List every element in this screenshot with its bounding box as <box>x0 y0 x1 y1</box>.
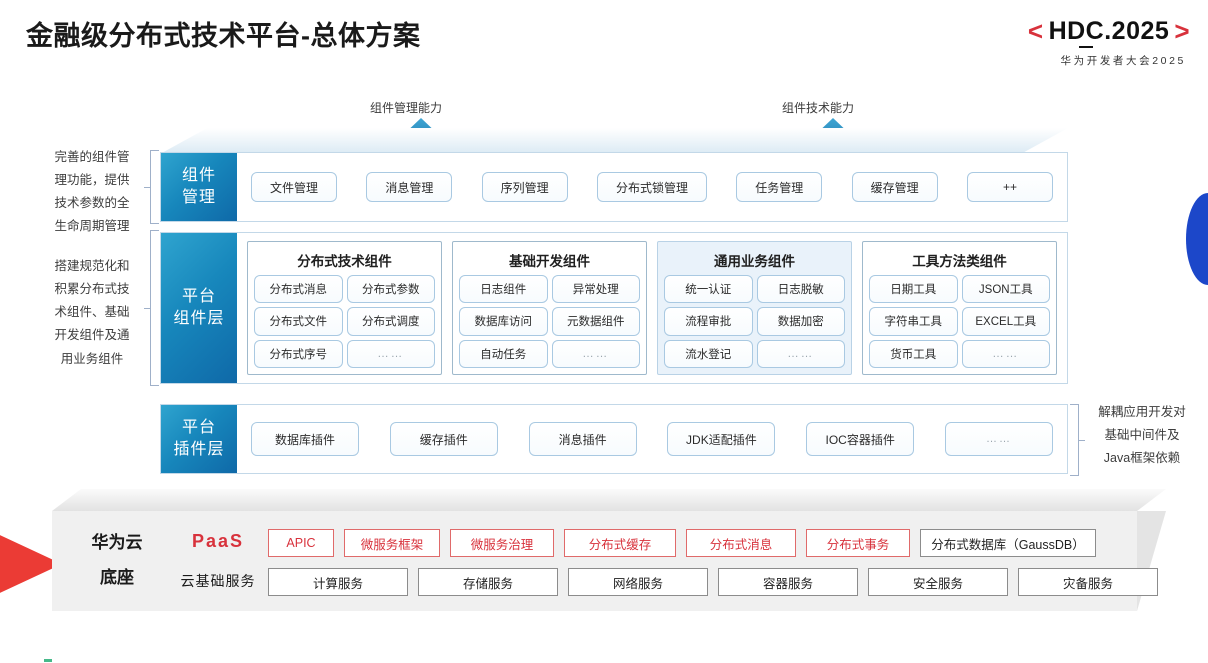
perspective-slab-top <box>160 128 1068 154</box>
component-chip[interactable]: 日志组件 <box>459 275 548 304</box>
paas-service-box[interactable]: 分布式数据库（GaussDB） <box>920 529 1096 557</box>
component-chip[interactable]: 数据加密 <box>756 307 845 336</box>
note-component-management: 完善的组件管 理功能，提供 技术参数的全 生命周期管理 <box>54 150 130 234</box>
component-management-chip[interactable]: 缓存管理 <box>851 172 938 202</box>
component-chip[interactable]: 自动任务 <box>459 339 548 368</box>
cloud-platform-body <box>52 511 1137 611</box>
component-chip[interactable]: 分布式消息 <box>254 275 343 304</box>
paas-service-box[interactable]: 分布式事务 <box>806 529 910 557</box>
paas-service-box[interactable]: 微服务治理 <box>450 529 554 557</box>
cloud-platform-side-face <box>1137 511 1166 611</box>
component-chip[interactable]: 数据库访问 <box>459 307 548 336</box>
component-chip[interactable]: 异常处理 <box>551 275 640 304</box>
component-management-items: 文件管理消息管理序列管理分布式锁管理任务管理缓存管理 ++ <box>237 153 1067 221</box>
platform-plugin-chip[interactable]: 缓存插件 <box>389 422 498 456</box>
layer-platform-plugin: 平台 插件层 数据库插件缓存插件消息插件 JDK适配插件 IOC容器插件 …… <box>160 404 1068 474</box>
component-chip[interactable]: …… <box>756 339 845 368</box>
component-group-title: 通用业务组件 <box>714 254 795 269</box>
infra-service-box[interactable]: 网络服务 <box>568 568 708 596</box>
component-management-chip[interactable]: 消息管理 <box>366 172 453 202</box>
arrow-label-component-management: 组件管理能力 <box>370 101 443 115</box>
layer-label-platform-component: 平台 组件层 <box>161 233 237 383</box>
hdc-logo-main: < HDC.2025 > <box>940 16 1190 48</box>
paas-service-box[interactable]: 分布式消息 <box>686 529 796 557</box>
component-chip[interactable]: …… <box>551 339 640 368</box>
component-group-grid: 分布式消息分布式参数分布式文件分布式调度分布式序号…… <box>254 275 435 368</box>
infra-service-box[interactable]: 容器服务 <box>718 568 858 596</box>
component-group: 分布式技术组件分布式消息分布式参数分布式文件分布式调度分布式序号…… <box>247 241 442 375</box>
component-chip[interactable]: EXCEL工具 <box>961 307 1050 336</box>
bracket-left-platform-component <box>144 230 159 386</box>
component-management-chip[interactable]: ++ <box>966 172 1053 202</box>
component-group-grid: 日志组件异常处理数据库访问元数据组件自动任务…… <box>459 275 640 368</box>
paas-service-box[interactable]: 分布式缓存 <box>564 529 676 557</box>
component-chip[interactable]: …… <box>961 339 1050 368</box>
logo-bracket-right-icon: > <box>1174 16 1190 46</box>
component-group: 基础开发组件日志组件异常处理数据库访问元数据组件自动任务…… <box>452 241 647 375</box>
platform-plugin-chip[interactable]: …… <box>944 422 1053 456</box>
platform-plugin-items: 数据库插件缓存插件消息插件 JDK适配插件 IOC容器插件 …… <box>237 405 1067 473</box>
component-chip[interactable]: …… <box>346 339 435 368</box>
infra-row-label: 云基础服务 <box>180 573 256 589</box>
blue-ellipse-decoration <box>1186 193 1208 285</box>
platform-component-groups: 分布式技术组件分布式消息分布式参数分布式文件分布式调度分布式序号……基础开发组件… <box>237 233 1067 383</box>
layer-label-platform-plugin: 平台 插件层 <box>161 405 237 473</box>
platform-plugin-chip[interactable]: IOC容器插件 <box>806 422 915 456</box>
note-platform-plugin: 解耦应用开发对 基础中间件及 Java框架依赖 <box>1098 405 1186 466</box>
component-group-title: 分布式技术组件 <box>297 254 392 269</box>
component-group: 通用业务组件统一认证日志脱敏流程审批数据加密流水登记…… <box>657 241 852 375</box>
component-chip[interactable]: 日期工具 <box>869 275 958 304</box>
component-chip[interactable]: 流程审批 <box>664 307 753 336</box>
component-group-title: 工具方法类组件 <box>912 254 1007 269</box>
infra-service-box[interactable]: 存储服务 <box>418 568 558 596</box>
infra-service-row: 计算服务存储服务网络服务容器服务安全服务灾备服务 <box>268 568 1158 596</box>
cloud-base-title: 华为云 底座 <box>91 533 143 587</box>
component-chip[interactable]: 分布式文件 <box>254 307 343 336</box>
page-title: 金融级分布式技术平台-总体方案 <box>26 21 421 51</box>
bracket-right-platform-plugin <box>1070 404 1085 476</box>
layer-component-management: 组件 管理 文件管理消息管理序列管理分布式锁管理任务管理缓存管理 ++ <box>160 152 1068 222</box>
component-chip[interactable]: 分布式参数 <box>346 275 435 304</box>
paas-service-box[interactable]: APIC <box>268 529 334 557</box>
component-chip[interactable]: 货币工具 <box>869 339 958 368</box>
component-chip[interactable]: 流水登记 <box>664 339 753 368</box>
note-platform-component: 搭建规范化和 积累分布式技 术组件、基础 开发组件及通 用业务组件 <box>54 259 130 366</box>
component-chip[interactable]: 分布式序号 <box>254 339 343 368</box>
arrow-label-component-technology: 组件技术能力 <box>782 101 855 115</box>
paas-row-label: PaaS <box>191 531 245 551</box>
component-group-grid: 统一认证日志脱敏流程审批数据加密流水登记…… <box>664 275 845 368</box>
green-tick-decoration <box>44 659 52 662</box>
component-chip[interactable]: 元数据组件 <box>551 307 640 336</box>
infra-service-box[interactable]: 计算服务 <box>268 568 408 596</box>
component-chip[interactable]: 日志脱敏 <box>756 275 845 304</box>
component-chip[interactable]: 统一认证 <box>664 275 753 304</box>
component-management-chip[interactable]: 任务管理 <box>736 172 823 202</box>
layer-platform-component: 平台 组件层 分布式技术组件分布式消息分布式参数分布式文件分布式调度分布式序号…… <box>160 232 1068 384</box>
component-group-title: 基础开发组件 <box>509 254 590 269</box>
paas-service-row: APIC 微服务框架微服务治理分布式缓存分布式消息分布式事务分布式数据库（Gaus… <box>268 529 1096 557</box>
platform-plugin-chip[interactable]: 数据库插件 <box>251 422 359 456</box>
infra-service-box[interactable]: 灾备服务 <box>1018 568 1158 596</box>
component-management-chip[interactable]: 分布式锁管理 <box>596 172 707 202</box>
component-chip[interactable]: 分布式调度 <box>346 307 435 336</box>
platform-plugin-chip[interactable]: JDK适配插件 <box>667 422 776 456</box>
component-management-chip[interactable]: 序列管理 <box>481 172 568 202</box>
logo-wordmark: HDC.2025 <box>1048 17 1170 48</box>
component-chip[interactable]: 字符串工具 <box>869 307 958 336</box>
logo-bracket-left-icon: < <box>1027 16 1044 46</box>
hdc-logo-subtitle: 华为开发者大会2025 <box>1060 55 1186 67</box>
logo-wordmark-text: HDC.2025 <box>1048 17 1170 45</box>
cloud-platform-top-face <box>52 489 1166 511</box>
hdc-logo: < HDC.2025 > 华为开发者大会2025 <box>940 16 1190 68</box>
infra-service-box[interactable]: 安全服务 <box>868 568 1008 596</box>
component-management-chip[interactable]: 文件管理 <box>251 172 337 202</box>
platform-plugin-chip[interactable]: 消息插件 <box>528 422 637 456</box>
layer-label-component-management: 组件 管理 <box>161 153 237 221</box>
logo-underline-accent <box>1078 46 1093 48</box>
component-chip[interactable]: JSON工具 <box>961 275 1050 304</box>
bracket-left-component-management <box>144 150 159 224</box>
paas-service-box[interactable]: 微服务框架 <box>344 529 440 557</box>
